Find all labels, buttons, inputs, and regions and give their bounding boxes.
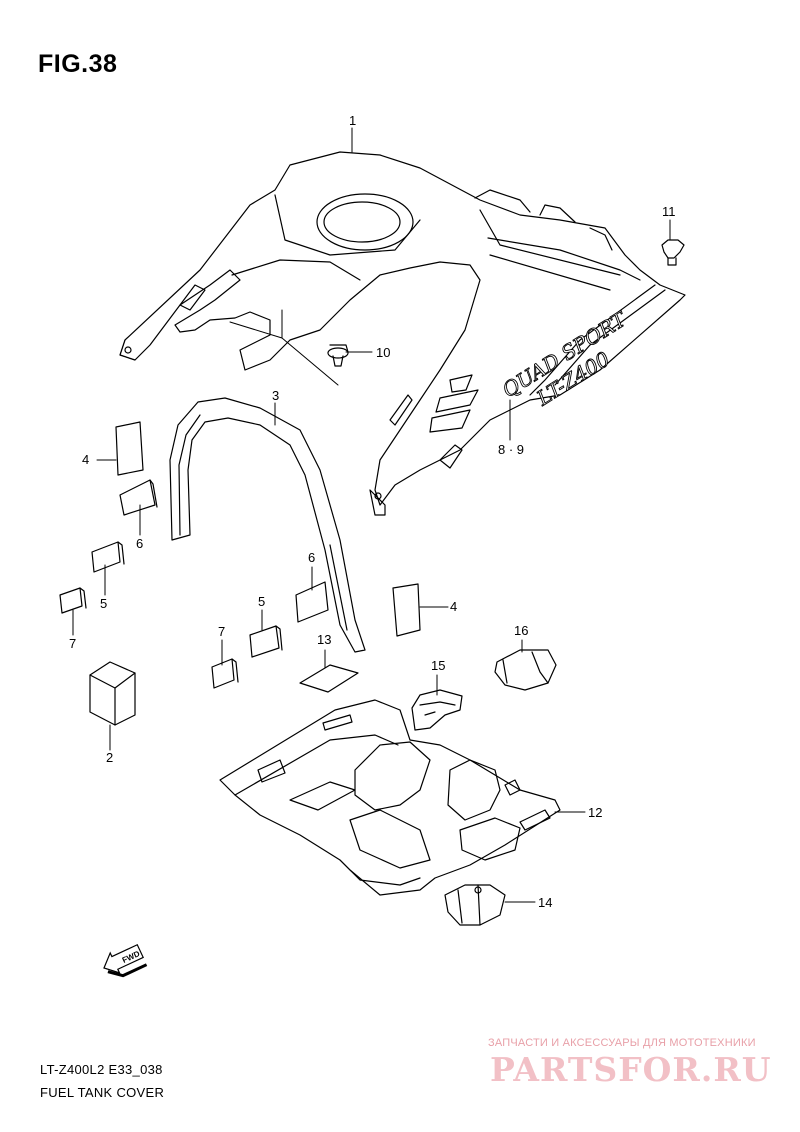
part-1-fuel-tank-cover <box>119 151 686 516</box>
callout-2: 2 <box>106 750 113 765</box>
part-6-pad-right <box>295 581 329 623</box>
watermark-tagline: ЗАПЧАСТИ И АКСЕССУАРЫ ДЛЯ МОТОТЕХНИКИ <box>488 1037 756 1049</box>
callout-15: 15 <box>431 658 445 673</box>
part-14-clip <box>444 884 506 926</box>
callout-8-9: 8 · 9 <box>498 442 524 457</box>
part-15-clip <box>411 689 463 731</box>
part-16-cover <box>494 649 557 691</box>
part-10-rivet <box>327 344 349 367</box>
callout-7-right: 7 <box>218 624 225 639</box>
diagram-code: LT-Z400L2 E33_038 <box>40 1062 163 1077</box>
callout-4-left: 4 <box>82 452 89 467</box>
callout-6-right: 6 <box>308 550 315 565</box>
figure-title: FIG.38 <box>38 50 118 78</box>
callout-numbers: 1 3 4 4 6 6 5 5 7 7 2 13 15 16 12 14 10 … <box>69 113 676 910</box>
callout-3: 3 <box>272 388 279 403</box>
callout-6-left: 6 <box>136 536 143 551</box>
callout-5-right: 5 <box>258 594 265 609</box>
part-2-block <box>89 661 136 726</box>
callout-11: 11 <box>662 204 676 219</box>
part-12-under-tray <box>219 699 561 896</box>
callout-7-left: 7 <box>69 636 76 651</box>
callout-16: 16 <box>514 623 528 638</box>
leader-lines <box>72 127 671 903</box>
callout-10: 10 <box>376 345 390 360</box>
part-5-pad-left <box>91 541 125 573</box>
callout-4-right: 4 <box>450 599 457 614</box>
fwd-arrow-icon: FWD <box>103 943 148 978</box>
callout-1: 1 <box>349 113 356 128</box>
watermark-logo: PARTSFOR.RU <box>490 1050 772 1089</box>
part-7-pad-right <box>211 658 239 689</box>
part-7-pad-left <box>59 587 87 614</box>
callout-14: 14 <box>538 895 552 910</box>
part-3-seal-strip <box>169 397 366 653</box>
decal-quad-sport: QUAD SPORT LT-Z400 <box>497 306 632 411</box>
callout-13: 13 <box>317 632 331 647</box>
part-4-pad-right <box>392 583 421 637</box>
callout-5-left: 5 <box>100 596 107 611</box>
part-6-pad-left <box>119 479 158 516</box>
diagram-name: FUEL TANK COVER <box>40 1085 165 1100</box>
part-4-pad-left <box>115 421 144 476</box>
part-5-pad-right <box>249 625 283 658</box>
part-11-clip <box>661 239 685 266</box>
callout-12: 12 <box>588 805 602 820</box>
part-13-sheet <box>299 664 359 693</box>
